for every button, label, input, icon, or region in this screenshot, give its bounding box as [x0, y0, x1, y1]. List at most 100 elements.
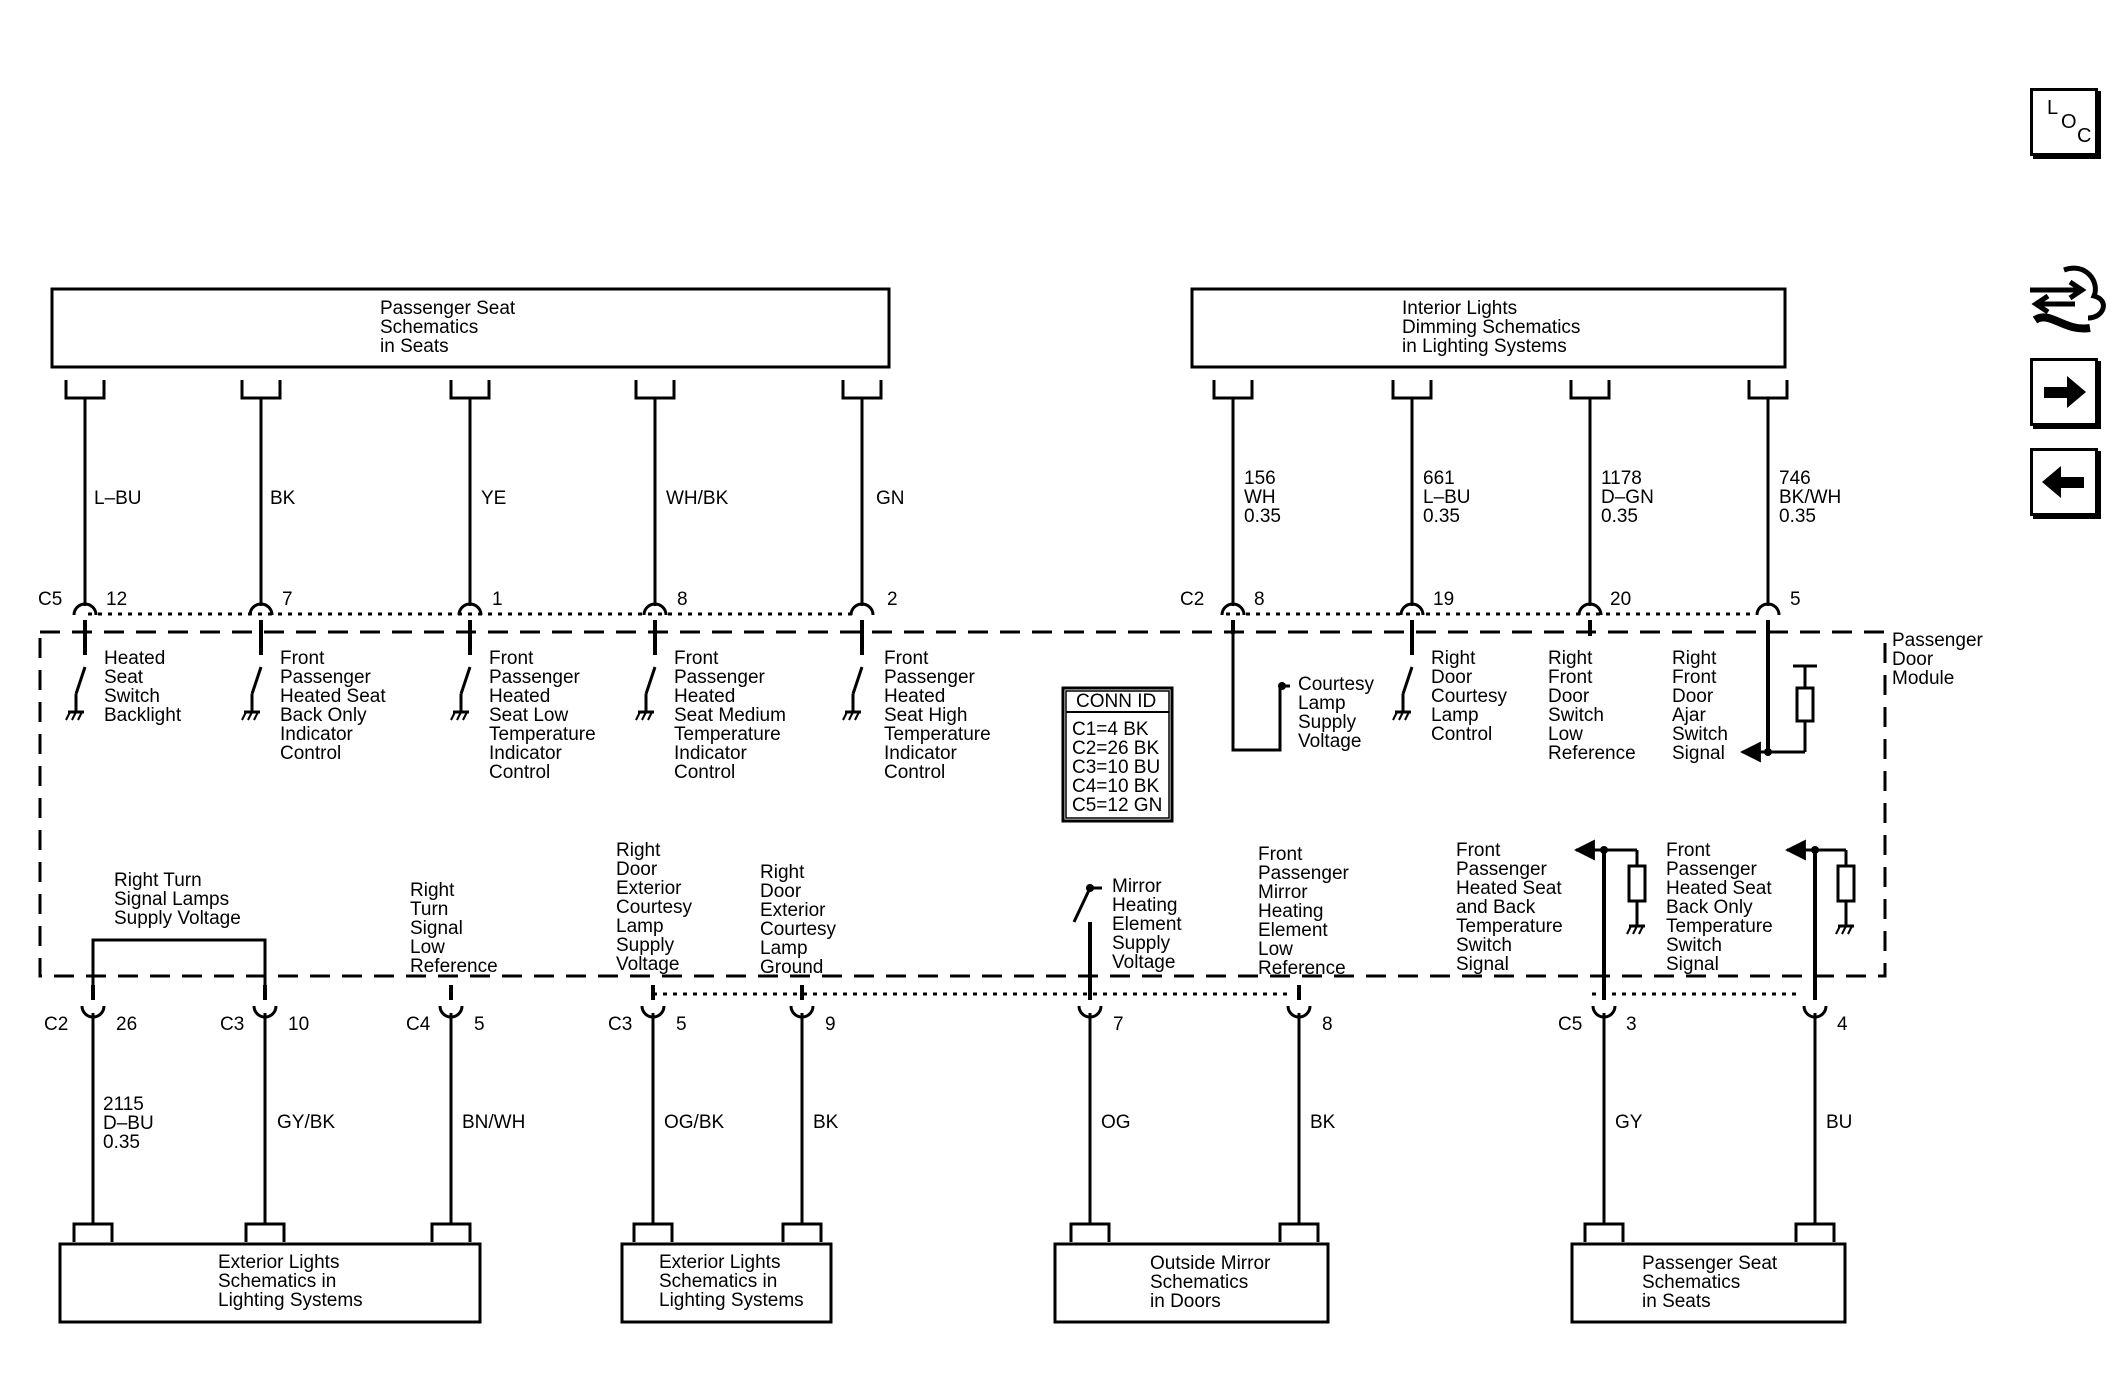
svg-text:OG/BK: OG/BK: [664, 1112, 725, 1133]
next-button[interactable]: [2030, 358, 2098, 426]
svg-text:C3: C3: [220, 1014, 244, 1035]
svg-text:2115 D–BU 0.35: 2115 D–BU 0.35: [103, 1094, 159, 1153]
svg-text:OG: OG: [1101, 1112, 1131, 1133]
svg-text:Right Turn Signal: Right Turn Signal Low Reference: [410, 880, 498, 977]
svg-text:Right Door Courtes: Right Door Courtesy Lamp Control: [1431, 648, 1512, 745]
svg-text:156 WH 0.35: 156 WH 0.35: [1244, 468, 1281, 527]
svg-text:CONN ID: CONN ID: [1076, 691, 1156, 712]
svg-text:C2: C2: [1180, 589, 1204, 610]
svg-text:Courtesy Lamp Supp: Courtesy Lamp Supply Voltage: [1298, 674, 1379, 752]
svg-text:5: 5: [1790, 589, 1801, 610]
arrow-left-icon: [2042, 466, 2084, 498]
bottom-wire-7[interactable]: 7 OG Mirror Heating Element Supply Volta…: [1069, 876, 1187, 1242]
svg-text:C5: C5: [38, 589, 62, 610]
conn-id-table: CONN ID C1=4 BK C2=26 BK C3=10 BU C4=10 …: [1061, 686, 1174, 823]
svg-text:C4: C4: [406, 1014, 431, 1035]
previous-button[interactable]: [2030, 448, 2098, 516]
svg-text:GY/BK: GY/BK: [277, 1112, 335, 1133]
svg-text:8: 8: [1254, 589, 1265, 610]
svg-text:GN: GN: [876, 488, 905, 509]
svg-text:4: 4: [1837, 1014, 1848, 1035]
wire-door-courtesy-lamp-control[interactable]: 661 L–BU 0.35 19 Right Door Courtesy Lam…: [1391, 380, 1512, 745]
loc-letter-o: O: [2061, 111, 2077, 133]
bottom-wire-c5-3[interactable]: C5 3 GY Front Passenger Heated Seat and …: [1456, 839, 1647, 1242]
svg-text:1178 D–GN 0.35: 1178 D–GN 0.35: [1601, 468, 1659, 527]
svg-text:Mirror Heating Ele: Mirror Heating Element Supply Voltage: [1112, 876, 1187, 973]
wire-seat-medium-indicator[interactable]: WH/BK 8 Front Passenger Heated Seat Medi…: [634, 380, 791, 783]
bottom-wire-c3-10[interactable]: C3 10 GY/BK: [220, 985, 335, 1242]
svg-text:YE: YE: [481, 488, 506, 509]
svg-text:8: 8: [1322, 1014, 1333, 1035]
svg-text:Passenger Seat Schematic: Passenger Seat Schematics in Seats: [380, 298, 520, 357]
wire-seat-high-indicator[interactable]: GN 2 Front Passenger Heated Seat High Te…: [841, 380, 996, 783]
svg-text:Right Front Door: Right Front Door Switch Low Reference: [1548, 648, 1636, 764]
svg-text:2: 2: [887, 589, 898, 610]
svg-text:WH/BK: WH/BK: [666, 488, 729, 509]
wire-back-only-indicator[interactable]: BK 7 Front Passenger Heated Seat Back On…: [240, 380, 391, 764]
footer-box-passenger-seat[interactable]: Passenger Seat Schematics in Seats: [1570, 1242, 1847, 1324]
svg-text:Front Passenger He: Front Passenger Heated Seat High Tempera…: [884, 648, 996, 783]
svg-text:Front Passenger He: Front Passenger Heated Seat and Back Tem…: [1456, 840, 1568, 975]
bottom-wire-9[interactable]: 9 BK Right Door Exterior Courtesy Lamp G…: [760, 862, 841, 1242]
svg-text:Right Front Door: Right Front Door Ajar Switch Signal: [1672, 648, 1733, 764]
svg-text:BN/WH: BN/WH: [462, 1112, 525, 1133]
bottom-wire-c2-26[interactable]: C2 26 2115 D–BU 0.35: [44, 985, 159, 1242]
footer-box-outside-mirror[interactable]: Outside Mirror Schematics in Doors: [1053, 1242, 1330, 1324]
svg-text:C3: C3: [608, 1014, 632, 1035]
svg-text:Front Passenger He: Front Passenger Heated Seat Back Only In…: [280, 648, 391, 764]
header-box-interior-lights[interactable]: Interior Lights Dimming Schematics in Li…: [1190, 287, 1787, 369]
svg-text:BK: BK: [270, 488, 296, 509]
right-turn-signal-supply: Right Turn Signal Lamps Supply Voltage: [91, 870, 267, 985]
svg-text:Exterior Lights Schemati: Exterior Lights Schematics in Lighting S…: [218, 1252, 363, 1311]
svg-text:BK: BK: [1310, 1112, 1336, 1133]
svg-text:1: 1: [492, 589, 503, 610]
svg-text:Outside Mirror Schematic: Outside Mirror Schematics in Doors: [1150, 1253, 1276, 1312]
wire-seat-low-indicator[interactable]: YE 1 Front Passenger Heated Seat Low Tem…: [449, 380, 601, 783]
bottom-wire-c3-5[interactable]: C3 5 OG/BK Right Door Exterior Courtesy …: [608, 840, 725, 1242]
svg-text:Right Door Exterio: Right Door Exterior Courtesy Lamp Supply…: [616, 840, 697, 975]
svg-text:Right Door Exterio: Right Door Exterior Courtesy Lamp Ground: [760, 862, 841, 978]
svg-text:C5: C5: [1558, 1014, 1582, 1035]
svg-text:20: 20: [1610, 589, 1631, 610]
bottom-wire-4[interactable]: 4 BU Front Passenger Heated Seat Back On…: [1666, 839, 1856, 1242]
loc-letter-l: L: [2047, 97, 2059, 119]
svg-text:19: 19: [1433, 589, 1454, 610]
header-box-passenger-seat[interactable]: Passenger Seat Schematics in Seats: [50, 287, 891, 369]
svg-text:8: 8: [677, 589, 688, 610]
arrow-right-icon: [2044, 376, 2086, 408]
svg-text:7: 7: [1113, 1014, 1124, 1035]
svg-text:Passenger Seat Schematic: Passenger Seat Schematics in Seats: [1642, 1253, 1782, 1312]
svg-text:L–BU: L–BU: [94, 488, 142, 509]
footer-box-exterior-lights-2[interactable]: Exterior Lights Schematics in Lighting S…: [620, 1242, 833, 1324]
loc-letter-c: C: [2077, 125, 2092, 147]
passenger-door-module-boundary: [38, 630, 1887, 978]
svg-text:Front Passenger Mi: Front Passenger Mirror Heating Element L…: [1258, 844, 1354, 979]
svg-text:Interior Lights Dimming: Interior Lights Dimming Schematics in Li…: [1402, 298, 1586, 357]
svg-text:BK: BK: [813, 1112, 839, 1133]
svg-text:Heated Seat Switch: Heated Seat Switch Backlight: [104, 648, 182, 726]
svg-text:BU: BU: [1826, 1112, 1852, 1133]
footer-box-exterior-lights-1[interactable]: Exterior Lights Schematics in Lighting S…: [58, 1242, 482, 1324]
svg-text:12: 12: [106, 589, 127, 610]
wire-door-ajar-switch-signal[interactable]: 746 BK/WH 0.35 5 Right Front Door Ajar S…: [1672, 380, 1847, 764]
svg-text:Front Passenger He: Front Passenger Heated Seat Low Temperat…: [489, 648, 601, 783]
svg-text:GY: GY: [1615, 1112, 1643, 1133]
wire-door-switch-low-ref[interactable]: 1178 D–GN 0.35 20 Right Front Door Switc…: [1548, 380, 1659, 764]
svg-text:3: 3: [1626, 1014, 1637, 1035]
svg-text:C1=4 BK C2=26 BK C: C1=4 BK C2=26 BK C3=10 BU C4=10 BK C5=12…: [1072, 719, 1165, 816]
svg-text:Right Turn Signal Lamps: Right Turn Signal Lamps Supply Voltage: [114, 870, 241, 929]
svg-text:661 L–BU 0.35: 661 L–BU 0.35: [1423, 468, 1476, 527]
wire-heated-seat-switch-backlight[interactable]: L–BU C5 12 Heated Seat Switch Backlight: [38, 380, 182, 726]
wire-courtesy-lamp-supply[interactable]: 156 WH 0.35 C2 8 Courtesy Lamp Supply Vo…: [1180, 380, 1379, 752]
loc-button[interactable]: L O C: [2030, 88, 2098, 156]
bottom-wire-8[interactable]: 8 BK Front Passenger Mirror Heating Elem…: [1258, 844, 1354, 1242]
svg-text:Front Passenger He: Front Passenger Heated Seat Back Only Te…: [1666, 840, 1778, 975]
svg-text:7: 7: [282, 589, 293, 610]
bottom-wire-c4-5[interactable]: C4 5 BN/WH Right Turn Signal Low Referen…: [406, 880, 525, 1242]
svg-text:5: 5: [676, 1014, 687, 1035]
svg-text:10: 10: [288, 1014, 309, 1035]
svg-text:26: 26: [116, 1014, 137, 1035]
svg-text:9: 9: [825, 1014, 836, 1035]
svg-text:Exterior Lights Schemati: Exterior Lights Schematics in Lighting S…: [659, 1252, 804, 1311]
wiring-harness-icon[interactable]: [2030, 265, 2106, 333]
